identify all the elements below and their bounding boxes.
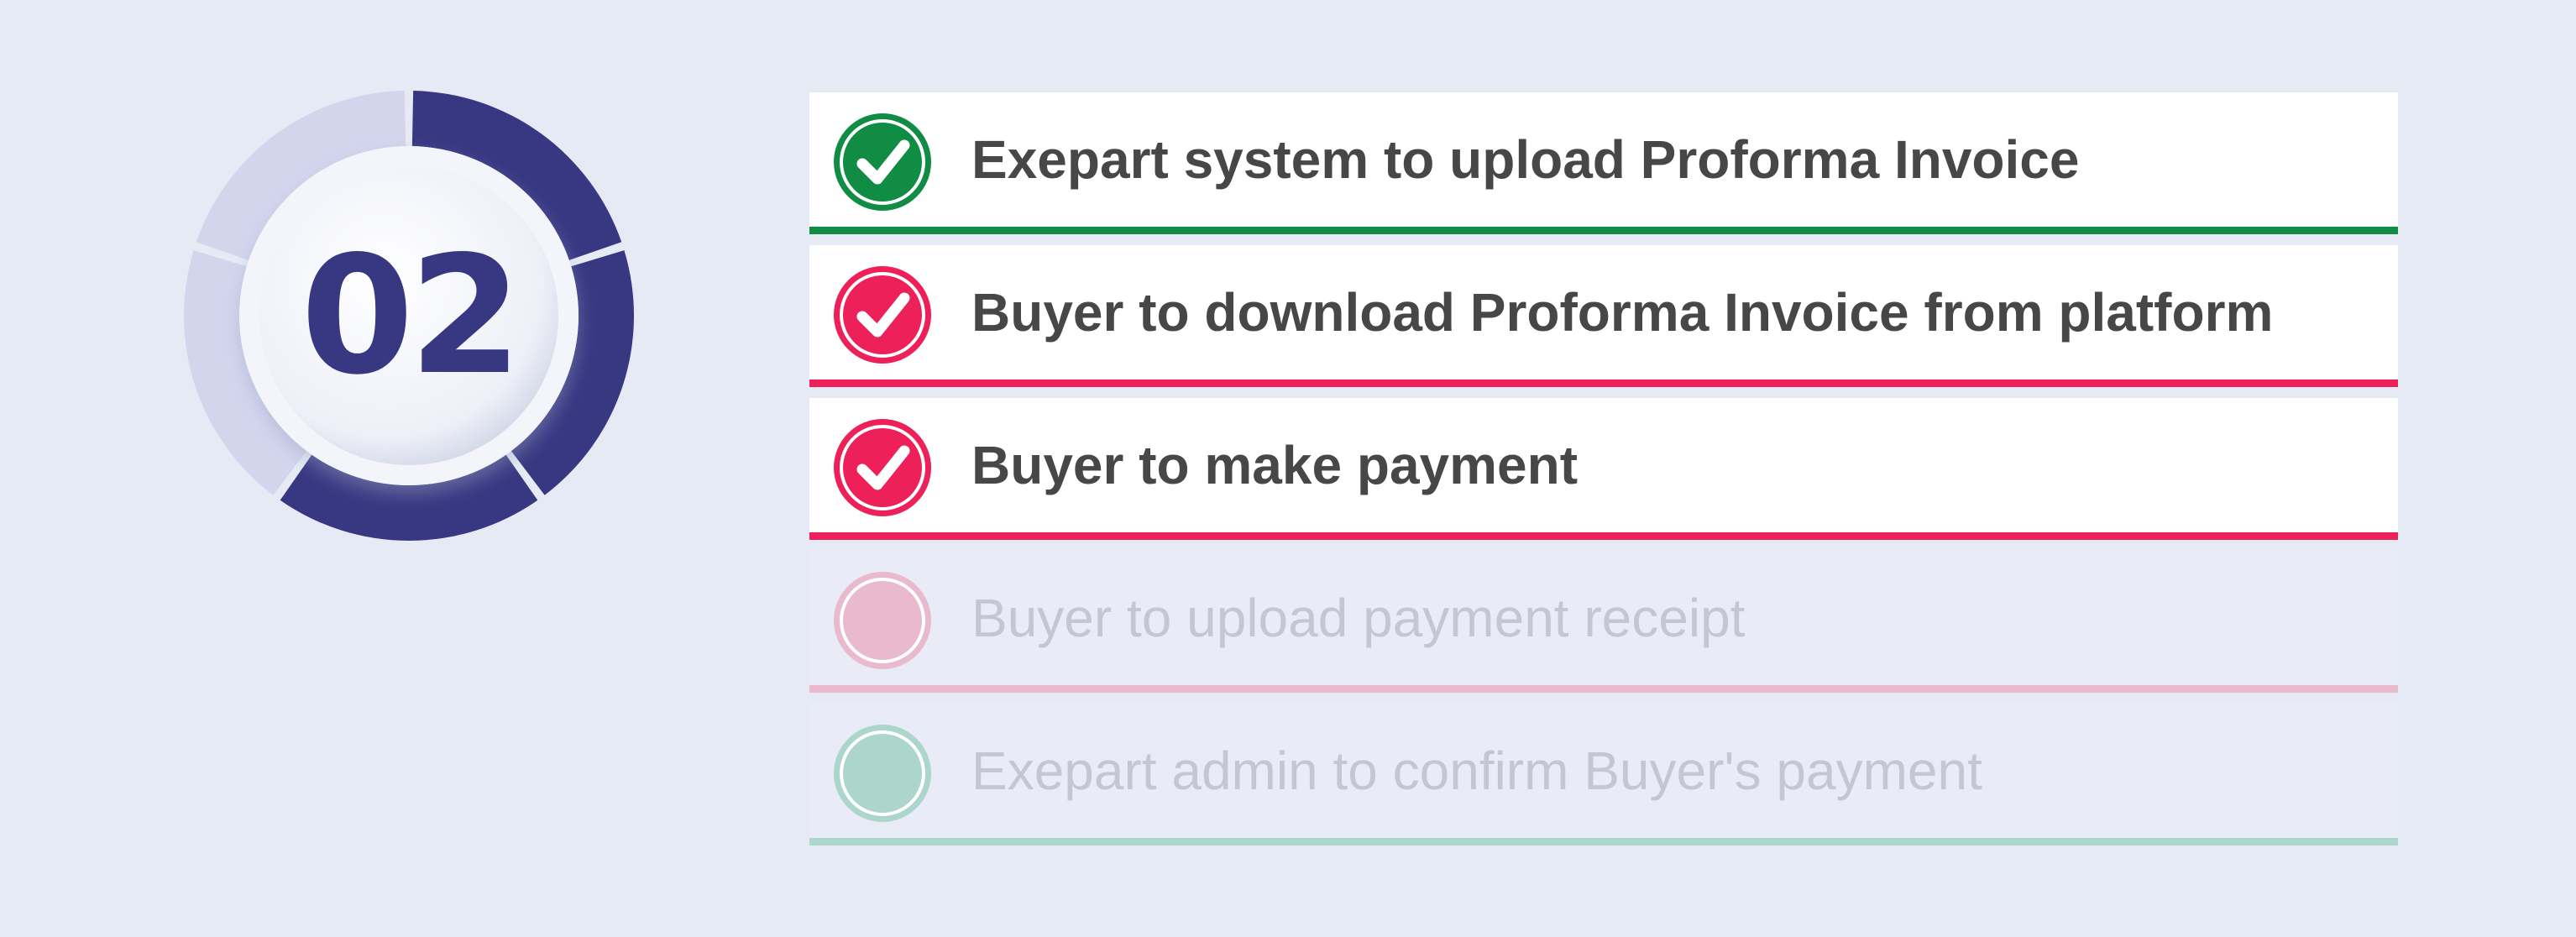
- dial-segment-completed: [411, 91, 622, 260]
- step-row: Buyer to upload payment receipt: [809, 551, 2398, 693]
- empty-circle-icon: [832, 570, 933, 671]
- step-row: Exepart admin to confirm Buyer's payment: [809, 704, 2398, 845]
- step-row: Exepart system to upload Proforma Invoic…: [809, 92, 2398, 234]
- step-underline: [809, 838, 2398, 845]
- step-row: Buyer to make payment: [809, 398, 2398, 540]
- check-circle-icon: [832, 112, 933, 212]
- step-label: Buyer to upload payment receipt: [971, 588, 1746, 648]
- step-label: Buyer to download Proforma Invoice from …: [971, 282, 2274, 343]
- inner-disc: [259, 166, 558, 465]
- check-circle-icon: [832, 417, 933, 518]
- stage-number: 02: [301, 221, 522, 411]
- check-circle-icon: [832, 264, 933, 365]
- dial-segment-remaining: [196, 91, 406, 260]
- progress-dial: 02: [183, 91, 634, 541]
- dial-segment-completed: [510, 250, 634, 495]
- dial-segment-remaining: [183, 250, 307, 495]
- step-label: Buyer to make payment: [971, 435, 1579, 495]
- step-row: Buyer to download Proforma Invoice from …: [809, 245, 2398, 387]
- step-underline: [809, 532, 2398, 540]
- dial-segment-completed: [280, 454, 538, 541]
- step-label: Exepart system to upload Proforma Invoic…: [971, 129, 2080, 190]
- step-label: Exepart admin to confirm Buyer's payment: [971, 741, 1982, 801]
- step-underline: [809, 685, 2398, 693]
- empty-circle-icon: [832, 723, 933, 824]
- checklist: Exepart system to upload Proforma Invoic…: [809, 92, 2398, 856]
- step-underline: [809, 380, 2398, 387]
- step-underline: [809, 227, 2398, 234]
- progress-ring: [183, 91, 634, 541]
